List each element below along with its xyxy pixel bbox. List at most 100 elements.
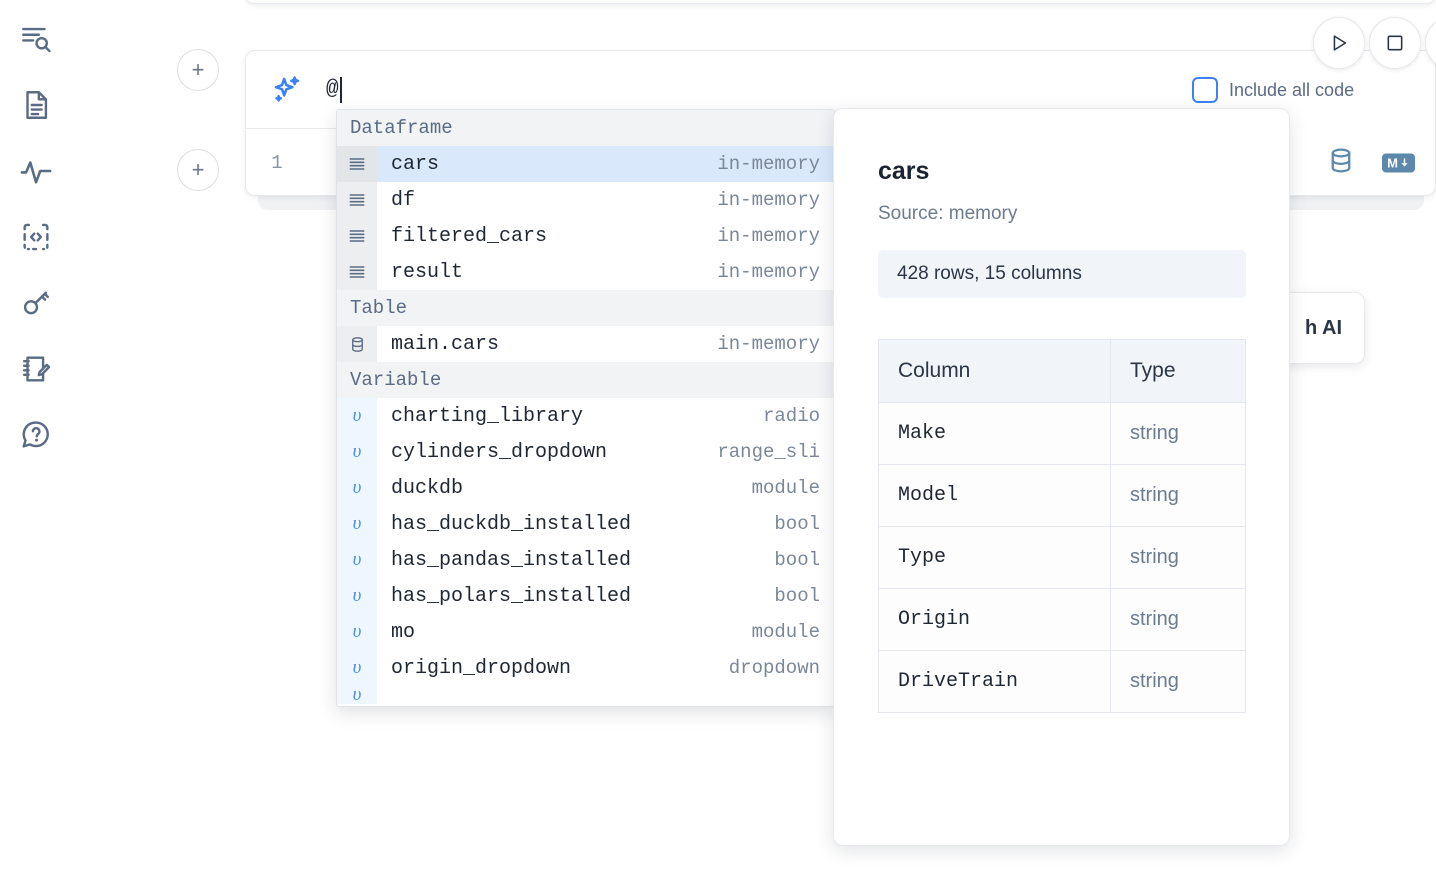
sidebar-item-scratchpad[interactable] xyxy=(13,346,59,392)
schema-column-name: Type xyxy=(878,526,1111,589)
autocomplete-item-type: in-memory xyxy=(717,333,820,355)
schema-table-header-cell: Column xyxy=(878,339,1111,403)
schema-column-type: string xyxy=(1110,402,1246,465)
sidebar-item-snippets[interactable] xyxy=(13,214,59,260)
database-icon[interactable] xyxy=(1326,145,1356,180)
schema-column-type: string xyxy=(1110,526,1246,589)
activity-icon xyxy=(19,154,53,188)
autocomplete-item[interactable]: υ has_polars_installed bool xyxy=(337,578,834,614)
variable-icon: υ xyxy=(337,614,377,650)
autocomplete-item-type: bool xyxy=(774,549,820,571)
doc-stats-badge: 428 rows, 15 columns xyxy=(878,250,1246,298)
code-snippet-icon xyxy=(19,220,53,254)
sidebar-item-activity[interactable] xyxy=(13,148,59,194)
notebook-edit-icon xyxy=(19,352,53,386)
autocomplete-item-name: cylinders_dropdown xyxy=(391,440,608,464)
autocomplete-item-name: result xyxy=(391,260,464,284)
schema-column-name: Origin xyxy=(878,588,1111,651)
autocomplete-item[interactable]: main.cars in-memory xyxy=(337,326,834,362)
variable-icon: υ xyxy=(337,578,377,614)
schema-column-name: Make xyxy=(878,402,1111,465)
autocomplete-item-name: cars xyxy=(391,152,440,176)
autocomplete-section-header: Variable xyxy=(337,362,834,398)
sidebar-item-document[interactable] xyxy=(13,82,59,128)
autocomplete-item[interactable]: υ charting_library radio xyxy=(337,398,834,434)
autocomplete-item-name: filtered_cars xyxy=(391,224,548,248)
outline-search-icon xyxy=(19,22,53,56)
variable-icon: υ xyxy=(337,434,377,470)
markdown-icon[interactable]: M xyxy=(1382,153,1415,172)
autocomplete-dropdown[interactable]: Dataframe cars in-memory df in-memory filtere… xyxy=(336,109,835,707)
dataframe-icon xyxy=(337,218,377,254)
variable-icon: υ xyxy=(337,470,377,506)
cell-type-icons: M xyxy=(1326,145,1415,180)
doc-source: Source: memory xyxy=(878,203,1018,224)
autocomplete-item-name: df xyxy=(391,188,416,212)
autocomplete-item-name: duckdb xyxy=(391,476,464,500)
ai-cell-options: Include all code xyxy=(1171,51,1436,129)
autocomplete-item-type: radio xyxy=(762,405,820,427)
autocomplete-item-type: in-memory xyxy=(717,261,820,283)
stop-cell-button[interactable] xyxy=(1369,17,1421,69)
schema-column-name: DriveTrain xyxy=(878,650,1111,713)
run-cell-button[interactable] xyxy=(1313,17,1365,69)
ai-prompt-input[interactable]: @ xyxy=(326,51,1171,128)
help-chat-icon xyxy=(19,418,53,452)
play-icon xyxy=(1333,35,1347,51)
sidebar-item-outline[interactable] xyxy=(13,16,59,62)
schema-table-header-cell: Type xyxy=(1110,339,1246,403)
ai-card-label: h AI xyxy=(1304,316,1342,339)
markdown-label: M xyxy=(1387,155,1398,170)
previous-cell-strip xyxy=(245,0,1436,4)
autocomplete-item[interactable]: υ cylinders_dropdown range_sli xyxy=(337,434,834,470)
autocomplete-item-name: has_duckdb_installed xyxy=(391,512,632,536)
autocomplete-item-type: in-memory xyxy=(717,153,820,175)
document-icon xyxy=(19,88,53,122)
autocomplete-item[interactable]: cars in-memory xyxy=(337,146,834,182)
add-cell-button-top[interactable]: + xyxy=(177,49,219,91)
dataframe-icon xyxy=(337,182,377,218)
text-cursor xyxy=(339,76,342,103)
autocomplete-item-name: has_polars_installed xyxy=(391,584,632,608)
variable-icon: υ xyxy=(337,398,377,434)
autocomplete-item-type: bool xyxy=(774,585,820,607)
sidebar-rail xyxy=(0,0,72,874)
sidebar-item-secrets[interactable] xyxy=(13,280,59,326)
autocomplete-section-header: Dataframe xyxy=(337,110,834,146)
include-all-code-control[interactable]: Include all code xyxy=(1192,77,1354,103)
autocomplete-item[interactable]: df in-memory xyxy=(337,182,834,218)
autocomplete-item-name: main.cars xyxy=(391,332,500,356)
autocomplete-item-type: dropdown xyxy=(728,657,820,679)
ai-prompt-value: @ xyxy=(326,78,339,101)
schema-column-type: string xyxy=(1110,588,1246,651)
documentation-panel: cars Source: memory 428 rows, 15 columns… xyxy=(833,108,1290,846)
include-all-code-checkbox[interactable] xyxy=(1192,77,1218,103)
key-icon xyxy=(19,286,53,320)
sidebar-item-help[interactable] xyxy=(13,412,59,458)
doc-title: cars xyxy=(878,157,930,185)
autocomplete-section-header: Table xyxy=(337,290,834,326)
add-cell-button-bottom[interactable]: + xyxy=(177,149,219,191)
variable-icon: υ xyxy=(337,650,377,686)
autocomplete-item[interactable]: result in-memory xyxy=(337,254,834,290)
autocomplete-item-type: range_sli xyxy=(717,441,820,463)
schema-column-type: string xyxy=(1110,464,1246,527)
autocomplete-item[interactable]: υ xyxy=(337,686,834,704)
variable-icon: υ xyxy=(337,506,377,542)
stop-icon xyxy=(1387,35,1403,51)
variable-icon: υ xyxy=(337,686,377,704)
autocomplete-item-type: in-memory xyxy=(717,189,820,211)
dataframe-icon xyxy=(337,254,377,290)
autocomplete-item-name: charting_library xyxy=(391,404,584,428)
